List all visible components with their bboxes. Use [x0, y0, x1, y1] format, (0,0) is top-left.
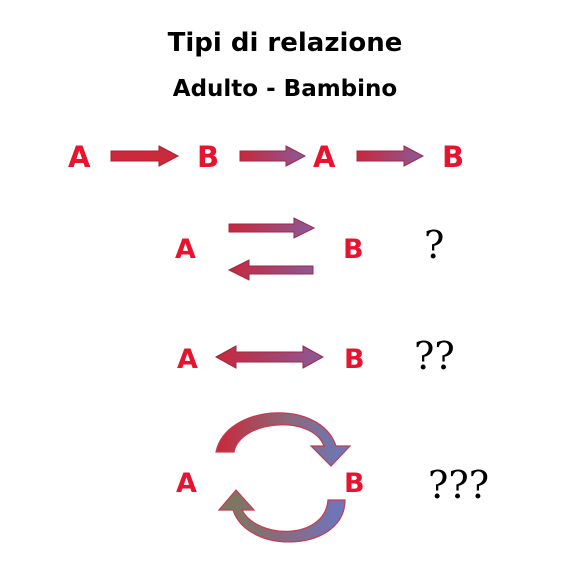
- row1-label-a-2: A: [313, 140, 336, 174]
- row1-label-a-1: A: [68, 140, 91, 174]
- row3-label-b: B: [344, 344, 365, 375]
- row1-label-b-1: B: [197, 140, 220, 174]
- row4-curved-arrow-bottom: [217, 489, 346, 543]
- row4-label-a: A: [176, 468, 197, 499]
- row1-arrow-2: [239, 145, 307, 167]
- row4-label-b: B: [344, 468, 365, 499]
- row1-label-b-2: B: [442, 140, 465, 174]
- row3-question: ??: [414, 334, 455, 378]
- row2-question: ?: [424, 223, 445, 267]
- diagram-subtitle: Adulto - Bambino: [172, 76, 398, 102]
- row1-arrow-3: [356, 145, 425, 167]
- row1-arrow-1: [110, 145, 180, 167]
- row2-label-b: B: [343, 234, 364, 265]
- row2-label-a: A: [175, 234, 196, 265]
- row3-double-arrow: [214, 345, 325, 369]
- row3-label-a: A: [177, 344, 198, 375]
- row4-question: ???: [428, 463, 490, 507]
- row4-curved-arrow-top: [215, 412, 352, 467]
- row2-arrow-right: [228, 217, 316, 239]
- row2-arrow-left: [227, 259, 314, 281]
- diagram-title: Tipi di relazione: [167, 28, 403, 58]
